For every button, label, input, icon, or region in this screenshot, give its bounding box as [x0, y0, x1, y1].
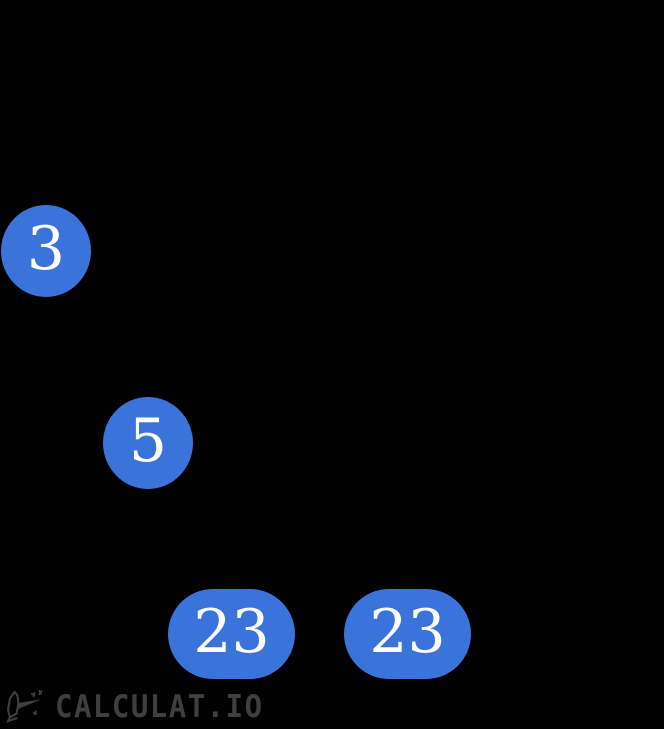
factor-node-value: 23 [369, 597, 446, 667]
factor-node-value: 5 [128, 406, 168, 476]
factor-node: 5 [103, 397, 193, 489]
factor-node: 3 [1, 205, 91, 297]
rocket-icon [6, 690, 43, 723]
factor-node: 23 [344, 589, 471, 679]
factor-node-value: 23 [193, 597, 270, 667]
watermark-text: CALCULAT.IO [55, 687, 264, 725]
watermark: CALCULAT.IO [4, 687, 264, 725]
factor-node: 23 [168, 589, 295, 679]
factor-node-value: 3 [26, 214, 66, 284]
